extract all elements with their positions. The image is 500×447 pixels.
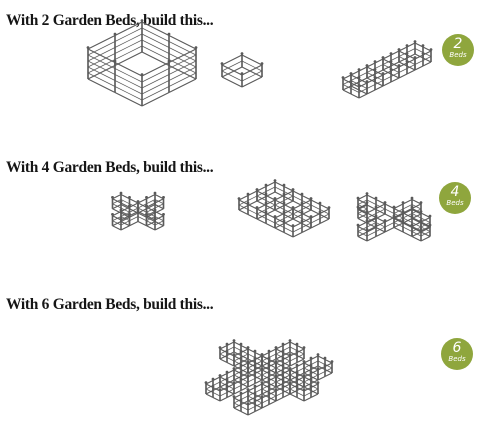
section-heading-4-beds: With 4 Garden Beds, build this... bbox=[6, 159, 214, 176]
badge-unit: Beds bbox=[449, 51, 467, 59]
large-double-cross-layout-illustration bbox=[204, 339, 334, 416]
bed-count-badge-2: 2 Beds bbox=[442, 34, 474, 66]
cross-shaped-layout-illustration bbox=[356, 192, 432, 242]
two-separate-square-beds-illustration bbox=[220, 52, 264, 88]
badge-number: 2 bbox=[453, 36, 463, 52]
bed-count-badge-6: 6 Beds bbox=[441, 338, 473, 370]
badge-number: 4 bbox=[450, 184, 460, 200]
badge-number: 6 bbox=[452, 340, 462, 356]
badge-unit: Beds bbox=[446, 199, 464, 207]
badge-unit: Beds bbox=[448, 355, 466, 363]
section-heading-6-beds: With 6 Garden Beds, build this... bbox=[6, 296, 214, 313]
three-by-two-grid-layout-illustration bbox=[237, 179, 331, 238]
bed-count-badge-4: 4 Beds bbox=[439, 182, 471, 214]
section-heading-2-beds: With 2 Garden Beds, build this... bbox=[6, 12, 214, 29]
tall-square-bed-illustration bbox=[86, 19, 198, 107]
plus-shaped-layout-illustration bbox=[111, 191, 165, 231]
long-rectangular-bed-illustration bbox=[341, 40, 433, 99]
